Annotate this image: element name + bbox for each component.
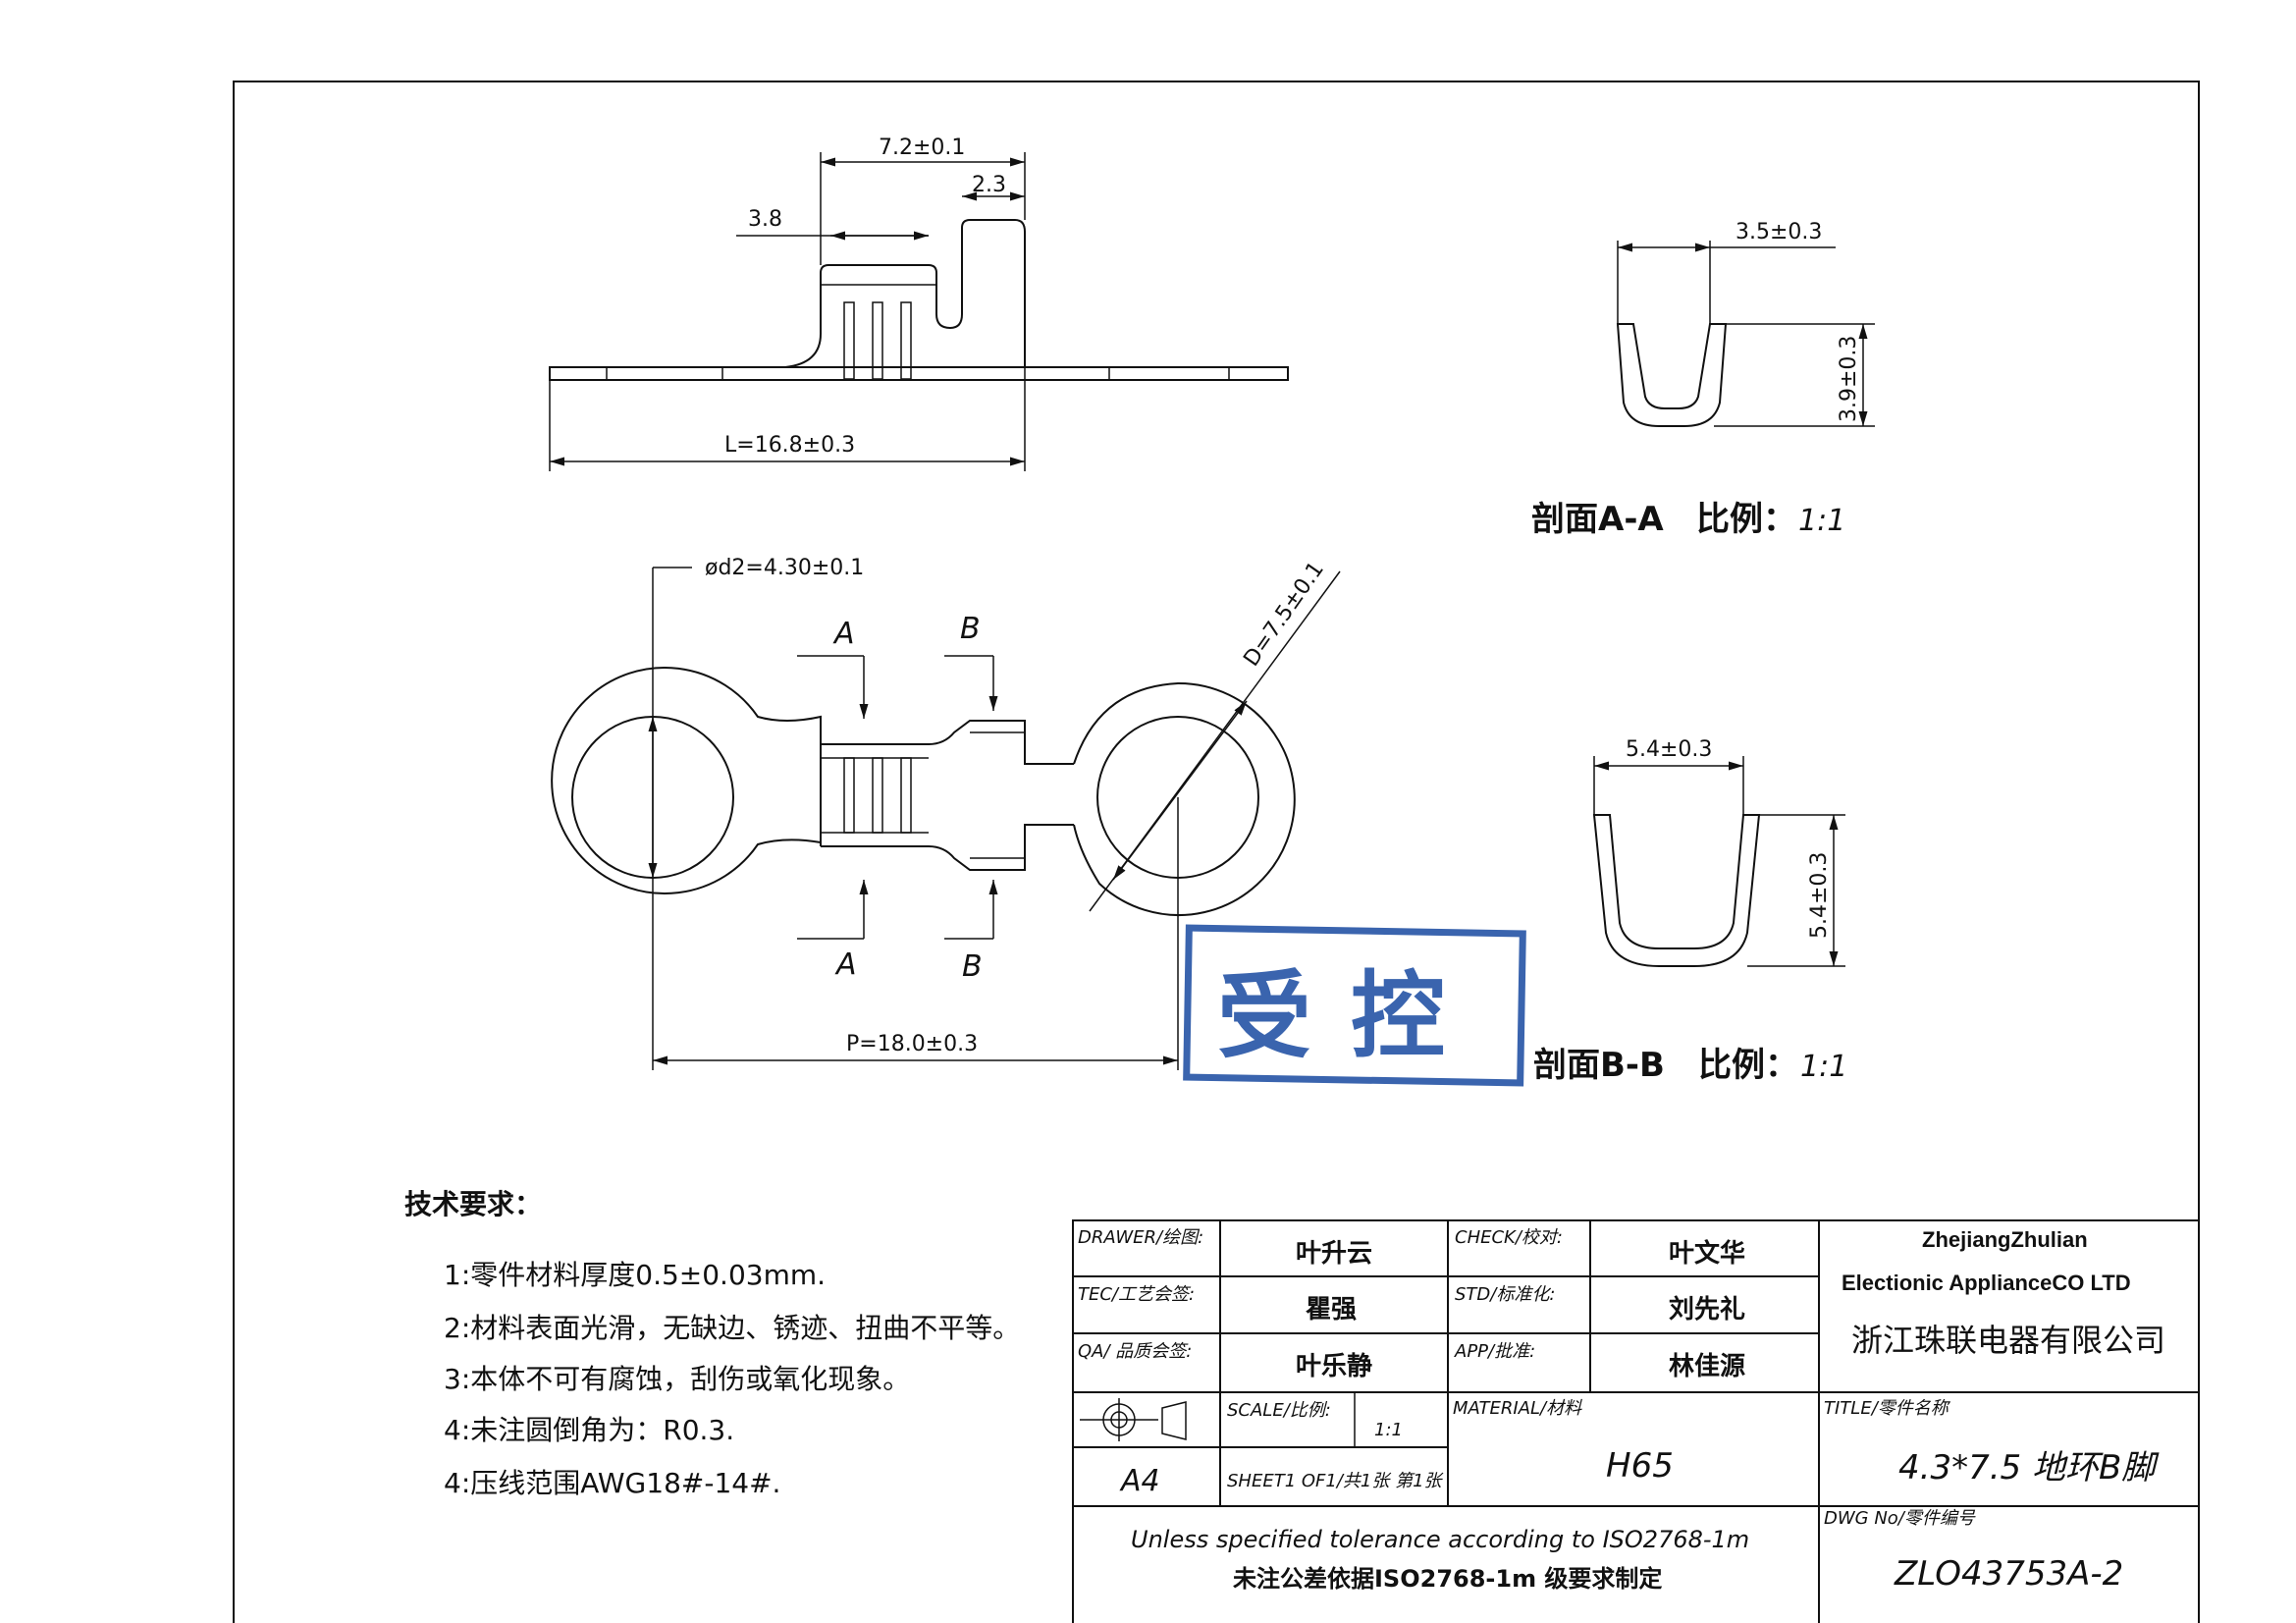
side-view: 7.2±0.1 2.3 3.8 L=16.8±0.3: [549, 135, 1289, 471]
aa-scale-label: 比例：: [1696, 500, 1796, 539]
std-value: 刘先礼: [1669, 1294, 1745, 1325]
bb-dim-width: 5.4±0.3: [1626, 737, 1712, 762]
drawing-frame: [233, 81, 2200, 1623]
stamp-text: 受控: [1217, 960, 1484, 1071]
aa-dim-width: 3.5±0.3: [1735, 220, 1822, 244]
aa-dim-height: 3.9±0.3: [1837, 336, 1861, 422]
dwg-label: DWG No/零件编号: [1824, 1508, 1976, 1529]
dim-step-2-3: 2.3: [972, 173, 1006, 197]
check-value: 叶文华: [1669, 1238, 1745, 1269]
material-value: H65: [1606, 1446, 1674, 1486]
scale-value: 1:1: [1374, 1420, 1403, 1440]
bb-scale-value: 1:1: [1800, 1050, 1847, 1084]
control-stamp: 受控: [1183, 924, 1526, 1087]
title-label: TITLE/零件名称: [1824, 1398, 1951, 1419]
aa-caption: 剖面A-A: [1531, 500, 1664, 539]
note-item-4: 4:未注圆倒角为：R0.3.: [444, 1414, 734, 1446]
dim-width-7-2: 7.2±0.1: [879, 135, 965, 160]
company-en-2: Electionic ApplianceCO LTD: [1842, 1271, 2131, 1295]
section-aa: 3.5±0.3 3.9±0.3 剖面A-A 比例： 1:1: [1531, 220, 1875, 539]
section-a-bottom: A: [834, 947, 857, 982]
aa-scale-value: 1:1: [1798, 504, 1845, 538]
tec-value: 瞿强: [1306, 1295, 1357, 1325]
bb-caption: 剖面B-B: [1533, 1046, 1665, 1085]
material-label: MATERIAL/材料: [1453, 1398, 1582, 1419]
tec-label: TEC/工艺会签:: [1078, 1284, 1195, 1305]
tolerance-en: Unless specified tolerance according to …: [1131, 1526, 1749, 1553]
section-b-bottom: B: [962, 949, 983, 984]
company-cn: 浙江珠联电器有限公司: [1851, 1322, 2165, 1359]
qa-label: QA/ 品质会签:: [1078, 1341, 1192, 1362]
projection-symbol-icon: [1080, 1398, 1187, 1441]
note-item-1: 1:零件材料厚度0.5±0.03mm.: [444, 1259, 826, 1291]
section-bb: 5.4±0.3 5.4±0.3 剖面B-B 比例： 1:1: [1533, 737, 1847, 1085]
notes-heading: 技术要求：: [404, 1188, 542, 1220]
app-label: APP/批准:: [1454, 1341, 1535, 1362]
bb-dim-height: 5.4±0.3: [1807, 852, 1832, 939]
bb-scale-label: 比例：: [1698, 1046, 1798, 1085]
drawer-value: 叶升云: [1296, 1239, 1372, 1269]
section-b-top: B: [960, 612, 981, 646]
company-en-1: ZhejiangZhulian: [1922, 1227, 2088, 1252]
dim-left-3-8: 3.8: [748, 207, 782, 232]
dwg-number: ZLO43753A-2: [1894, 1554, 2123, 1594]
tolerance-cn: 未注公差依据ISO2768-1m 级要求制定: [1233, 1565, 1662, 1593]
section-a-top: A: [832, 617, 855, 651]
qa-value: 叶乐静: [1296, 1351, 1372, 1381]
technical-requirements: 技术要求： 1:零件材料厚度0.5±0.03mm. 2:材料表面光滑，无缺边、锈…: [404, 1188, 1020, 1499]
scale-label: SCALE/比例:: [1227, 1400, 1331, 1421]
note-item-2: 2:材料表面光滑，无缺边、锈迹、扭曲不平等。: [444, 1312, 1020, 1344]
sheet-info: SHEET1 OF1/共1张 第1张: [1227, 1471, 1445, 1491]
part-title: 4.3*7.5 地环B脚: [1898, 1448, 2160, 1488]
drawer-label: DRAWER/绘图:: [1078, 1227, 1203, 1248]
std-label: STD/标准化:: [1455, 1284, 1555, 1305]
dim-pitch: P=18.0±0.3: [846, 1032, 978, 1056]
title-block: DRAWER/绘图: 叶升云 CHECK/校对: 叶文华 TEC/工艺会签: 瞿…: [1072, 1219, 2200, 1623]
dim-hole-dia: ød2=4.30±0.1: [705, 556, 864, 580]
dim-length: L=16.8±0.3: [724, 433, 855, 458]
note-item-5: 4:压线范围AWG18#-14#.: [444, 1467, 780, 1499]
app-value: 林佳源: [1669, 1352, 1745, 1381]
paper-size: A4: [1119, 1464, 1160, 1498]
note-item-3: 3:本体不可有腐蚀，刮伤或氧化现象。: [444, 1363, 910, 1395]
check-label: CHECK/校对:: [1455, 1227, 1563, 1248]
dim-outer-dia: D=7.5±0.1: [1239, 558, 1328, 672]
